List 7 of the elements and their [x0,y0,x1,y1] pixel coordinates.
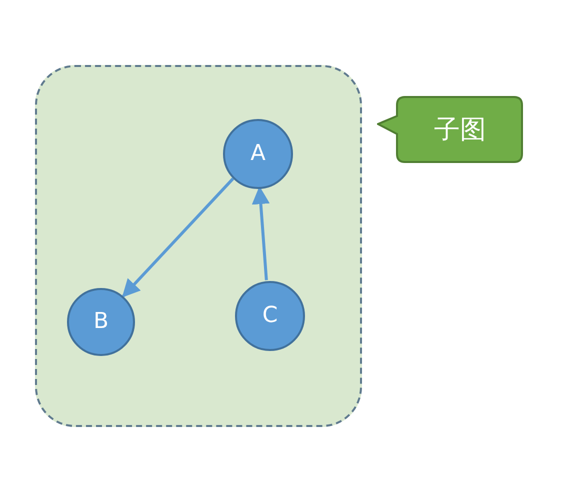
subgraph-box [35,65,362,427]
node-label: 子图 [434,116,486,142]
arrow [122,178,234,298]
callout-bubble [377,96,523,163]
node-label: C [262,305,278,327]
node-label: A [250,143,266,165]
node-label: B [93,311,109,333]
